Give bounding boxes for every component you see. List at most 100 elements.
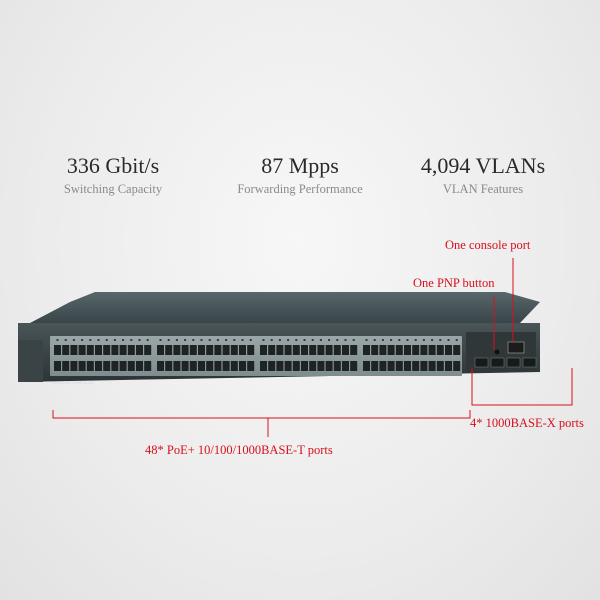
rj45-port[interactable] [301, 361, 308, 371]
rj45-port[interactable] [198, 345, 205, 355]
rj45-port[interactable] [350, 345, 358, 355]
rj45-port[interactable] [95, 361, 102, 371]
rj45-port[interactable] [165, 361, 173, 371]
rj45-port[interactable] [412, 361, 420, 371]
rj45-port[interactable] [363, 361, 370, 371]
rj45-port[interactable] [371, 345, 379, 355]
rj45-port[interactable] [95, 345, 102, 355]
sfp-port[interactable] [474, 357, 489, 368]
rj45-port[interactable] [395, 361, 403, 371]
rj45-port[interactable] [222, 345, 230, 355]
console-port[interactable] [507, 341, 525, 354]
rj45-port[interactable] [239, 345, 246, 355]
rj45-port[interactable] [371, 361, 379, 371]
rj45-port[interactable] [379, 361, 387, 371]
rj45-port[interactable] [54, 345, 61, 355]
rj45-port[interactable] [404, 361, 411, 371]
rj45-port[interactable] [325, 361, 333, 371]
rj45-port[interactable] [309, 345, 317, 355]
rj45-port[interactable] [284, 345, 292, 355]
rj45-port[interactable] [268, 345, 276, 355]
rj45-port[interactable] [181, 361, 189, 371]
rj45-port[interactable] [453, 361, 461, 371]
rj45-port[interactable] [86, 345, 94, 355]
sfp-port[interactable] [522, 357, 537, 368]
rj45-port[interactable] [284, 361, 292, 371]
rj45-port[interactable] [230, 345, 238, 355]
rj45-port[interactable] [301, 345, 308, 355]
rj45-port[interactable] [206, 361, 214, 371]
rj45-port[interactable] [127, 345, 135, 355]
rj45-port[interactable] [54, 361, 61, 371]
rj45-port[interactable] [62, 361, 70, 371]
rj45-port[interactable] [436, 361, 444, 371]
rj45-port[interactable] [198, 361, 205, 371]
rj45-port[interactable] [62, 345, 70, 355]
rj45-port[interactable] [387, 345, 395, 355]
rj45-port[interactable] [309, 361, 317, 371]
rj45-port[interactable] [292, 361, 300, 371]
rj45-port[interactable] [144, 345, 152, 355]
rj45-port[interactable] [239, 361, 246, 371]
rj45-port[interactable] [387, 361, 395, 371]
rj45-port[interactable] [103, 361, 111, 371]
rj45-port[interactable] [325, 345, 333, 355]
rj45-port[interactable] [157, 361, 164, 371]
rj45-port[interactable] [247, 361, 255, 371]
rj45-port[interactable] [136, 345, 143, 355]
rj45-port[interactable] [189, 361, 197, 371]
rj45-port[interactable] [363, 345, 370, 355]
rj45-port[interactable] [453, 345, 461, 355]
sfp-port[interactable] [506, 357, 521, 368]
rj45-port[interactable] [206, 345, 214, 355]
rj45-port[interactable] [333, 345, 341, 355]
rj45-port[interactable] [412, 345, 420, 355]
rj45-port[interactable] [445, 361, 452, 371]
rj45-port[interactable] [119, 345, 127, 355]
rj45-port[interactable] [420, 361, 428, 371]
pnp-button[interactable] [494, 349, 500, 355]
rj45-port[interactable] [436, 345, 444, 355]
sfp-port[interactable] [490, 357, 505, 368]
rj45-port[interactable] [181, 345, 189, 355]
rj45-port[interactable] [173, 361, 181, 371]
rj45-port[interactable] [420, 345, 428, 355]
rj45-port[interactable] [119, 361, 127, 371]
rj45-port[interactable] [111, 361, 119, 371]
rj45-port[interactable] [276, 345, 284, 355]
rj45-port[interactable] [247, 345, 255, 355]
rj45-port[interactable] [70, 345, 78, 355]
rj45-port[interactable] [78, 361, 86, 371]
rj45-port[interactable] [333, 361, 341, 371]
rj45-port[interactable] [127, 361, 135, 371]
rj45-port[interactable] [214, 345, 222, 355]
rj45-port[interactable] [292, 345, 300, 355]
rj45-port[interactable] [268, 361, 276, 371]
rj45-port[interactable] [230, 361, 238, 371]
rj45-port[interactable] [70, 361, 78, 371]
rj45-port[interactable] [317, 345, 325, 355]
rj45-port[interactable] [173, 345, 181, 355]
rj45-port[interactable] [144, 361, 152, 371]
rj45-port[interactable] [260, 345, 267, 355]
rj45-port[interactable] [404, 345, 411, 355]
rj45-port[interactable] [445, 345, 452, 355]
rj45-port[interactable] [342, 361, 349, 371]
rj45-port[interactable] [165, 345, 173, 355]
rj45-port[interactable] [428, 345, 436, 355]
rj45-port[interactable] [136, 361, 143, 371]
rj45-port[interactable] [379, 345, 387, 355]
rj45-port[interactable] [428, 361, 436, 371]
rj45-port[interactable] [276, 361, 284, 371]
rj45-port[interactable] [342, 345, 349, 355]
rj45-port[interactable] [350, 361, 358, 371]
rj45-port[interactable] [111, 345, 119, 355]
rj45-port[interactable] [86, 361, 94, 371]
rj45-port[interactable] [317, 361, 325, 371]
rj45-port[interactable] [260, 361, 267, 371]
rj45-port[interactable] [78, 345, 86, 355]
rj45-port[interactable] [157, 345, 164, 355]
rj45-port[interactable] [103, 345, 111, 355]
rj45-port[interactable] [214, 361, 222, 371]
rj45-port[interactable] [222, 361, 230, 371]
